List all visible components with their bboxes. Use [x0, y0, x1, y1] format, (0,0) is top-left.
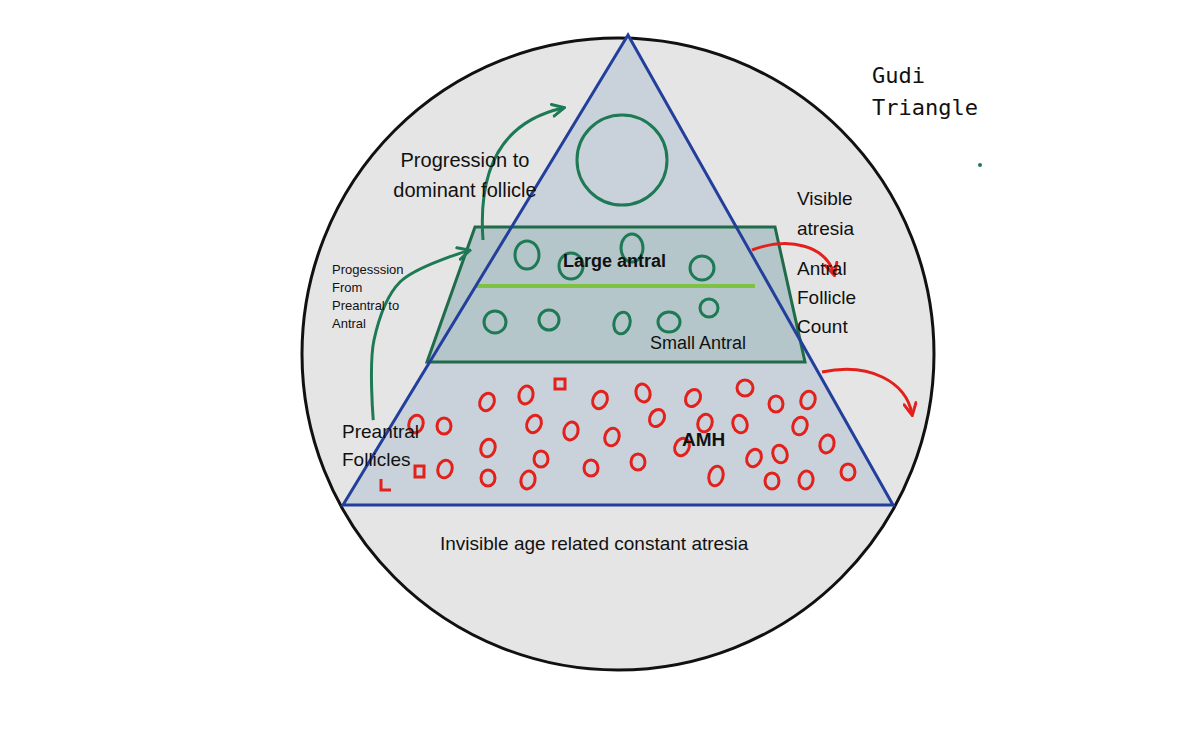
node-text: Small Antral: [650, 333, 800, 354]
circle-region: Invisible age related constant atresia La…: [300, 36, 936, 672]
node-text: Invisible age related constant atresia: [440, 532, 860, 555]
free-label: Antral Follicle Count: [797, 254, 882, 341]
band-shape: [454, 227, 788, 286]
band-shape: [427, 286, 805, 362]
band: Small Antral: [427, 286, 805, 362]
dot: [978, 163, 982, 167]
free-label: Visible atresia: [797, 184, 877, 244]
edge-label: Progesssion From Preantral to Antral: [332, 261, 414, 333]
diagram-title: Gudi Triangle: [872, 60, 997, 124]
antral-outline: [427, 227, 805, 362]
free-label: Progression to dominant follicle: [365, 145, 565, 205]
node-text: AMH: [682, 428, 762, 451]
node-text: Large antral: [563, 251, 733, 272]
node-text: Preantral Follicles: [342, 418, 442, 474]
band: Large antral: [427, 227, 805, 286]
band: Preantral Follicles AMH: [343, 362, 893, 505]
triangle-fill: [343, 35, 893, 505]
band-shape: [427, 286, 805, 362]
